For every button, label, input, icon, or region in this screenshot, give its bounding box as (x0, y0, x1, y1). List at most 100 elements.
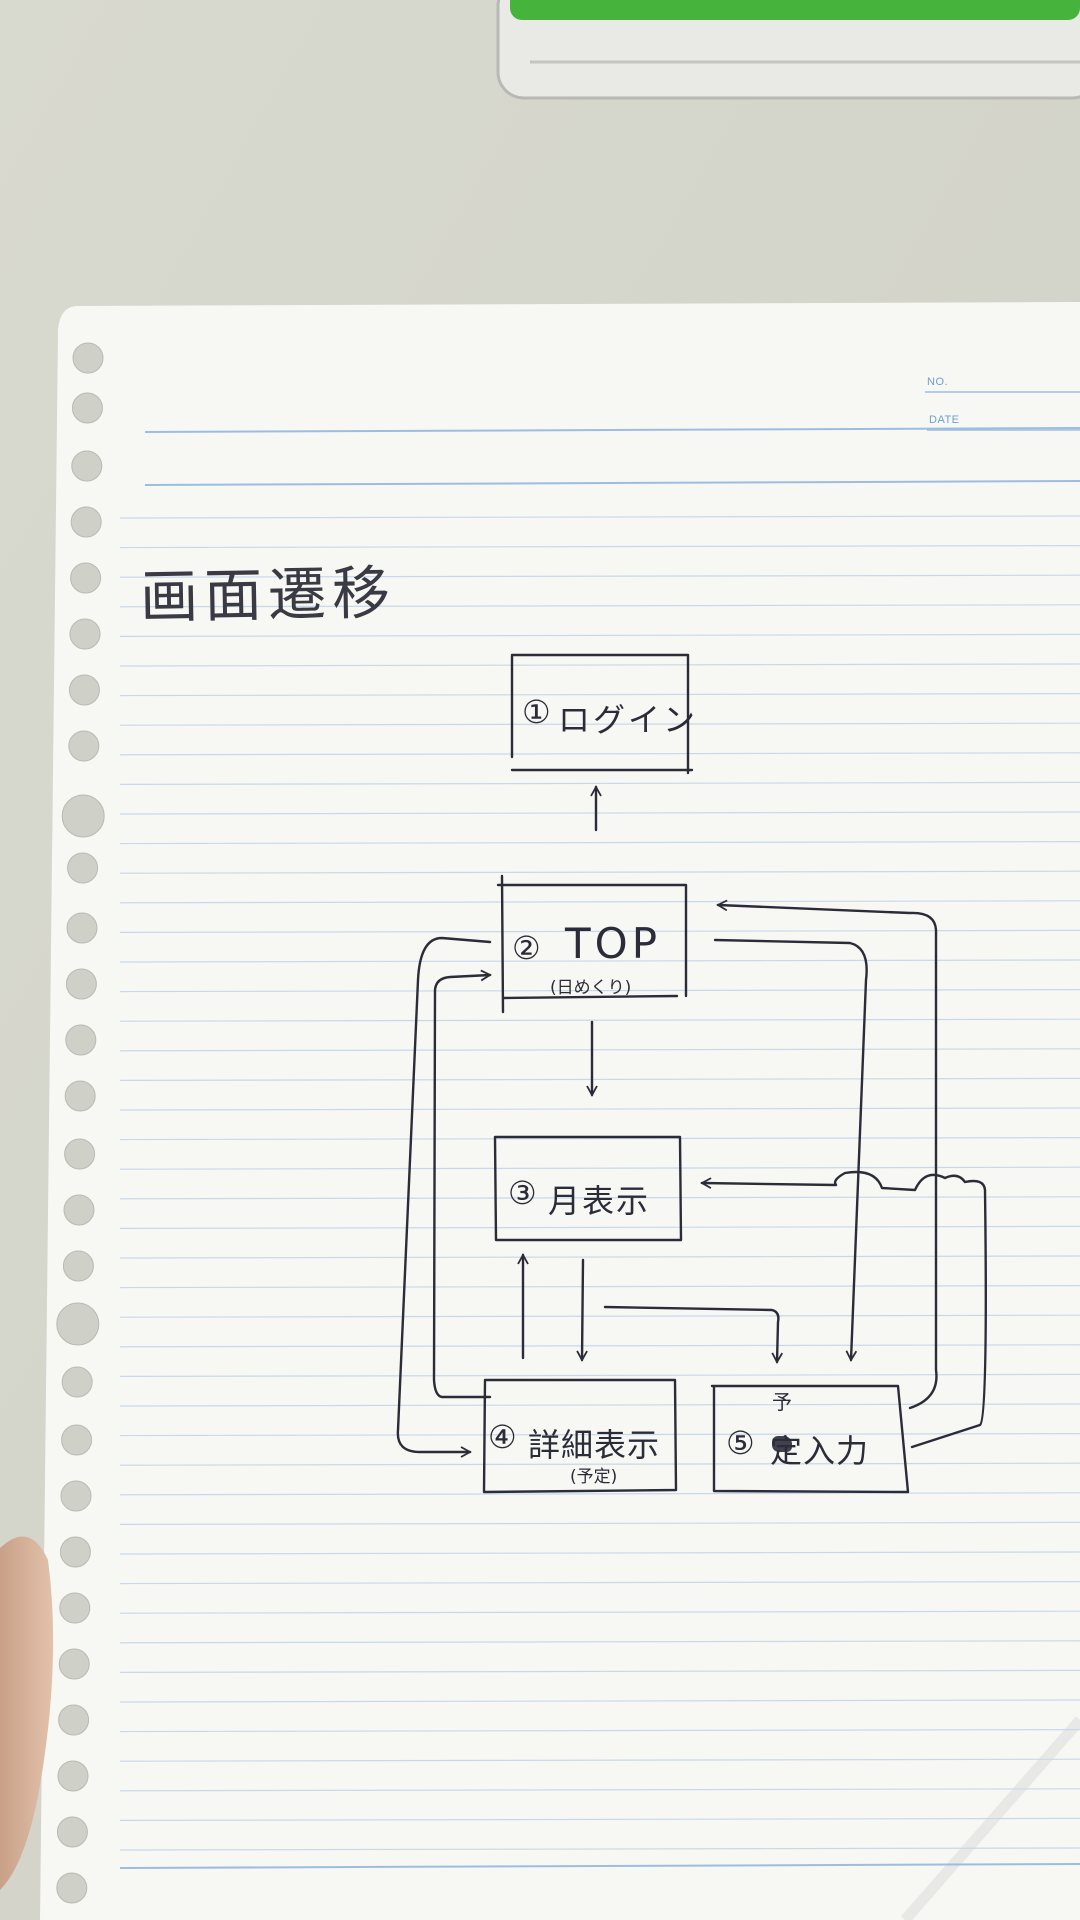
binder-hole (59, 1536, 91, 1568)
binder-hole (71, 392, 103, 424)
binder-hole (64, 1138, 96, 1170)
binder-hole (63, 1194, 95, 1226)
binder-hole (59, 1592, 91, 1624)
ruled-line (119, 544, 1080, 549)
binder-hole (64, 1080, 96, 1112)
binder-hole (57, 1760, 89, 1792)
binder-hole (69, 618, 101, 650)
binder-hole (61, 1366, 93, 1398)
binder-hole (72, 342, 104, 374)
ruled-line (119, 1255, 1080, 1259)
edge-input-to-month (700, 1170, 988, 1449)
binder-hole (56, 1302, 100, 1346)
node-detail-number: ④ (488, 1418, 517, 1456)
ruled-line (119, 1492, 1080, 1496)
ruled-line (119, 1048, 1080, 1052)
ruled-line (119, 663, 1080, 667)
binder-hole (70, 562, 102, 594)
date-label: DATE (929, 414, 960, 426)
ruled-line (119, 1018, 1080, 1022)
no-label: NO. (927, 376, 949, 388)
header-rule-2 (144, 480, 1080, 486)
ruled-line (119, 959, 1080, 963)
ruled-line (119, 1462, 1080, 1466)
binder-hole (61, 794, 105, 838)
header-rule (144, 427, 1080, 433)
ruled-line (119, 988, 1080, 993)
footer-rule (119, 1863, 1080, 1869)
binder-hole (68, 730, 100, 762)
node-input-box (710, 1384, 910, 1494)
node-month-number: ③ (508, 1174, 537, 1212)
ruled-line (119, 1551, 1080, 1555)
ruled-line (119, 1610, 1080, 1614)
ruled-line (119, 1314, 1080, 1318)
ruled-line (119, 1373, 1080, 1378)
ruled-line (119, 1107, 1080, 1111)
binder-hole (65, 968, 97, 1000)
node-top-label: TOP (565, 919, 662, 968)
ruled-line (119, 1788, 1080, 1792)
node-input-annotation: 予 (772, 1390, 792, 1414)
binder-hole (70, 506, 102, 538)
ruled-line (119, 870, 1080, 874)
binder-hole (56, 1816, 88, 1848)
ruled-line (119, 692, 1080, 697)
ruled-line (119, 1196, 1080, 1200)
ruled-line (119, 1284, 1080, 1289)
edge-top-to-detail (396, 936, 492, 1458)
node-month-box (493, 1135, 683, 1242)
node-top-sublabel: (日めくり) (550, 978, 632, 998)
node-top-box (496, 874, 688, 1014)
edge-input-to-top (716, 899, 938, 1410)
node-top-number: ② (512, 929, 541, 967)
ruled-line (119, 1136, 1080, 1141)
ruled-line (119, 1758, 1080, 1762)
ruled-line (119, 1728, 1080, 1733)
ruled-line (119, 515, 1080, 519)
node-login-number: ① (522, 693, 551, 731)
scribble-mark (772, 1436, 792, 1452)
binder-hole (71, 450, 103, 482)
ruled-line (119, 1225, 1080, 1230)
ruled-line (119, 900, 1080, 904)
binder-hole (65, 1024, 97, 1056)
ruled-line (119, 840, 1080, 845)
ruled-line (119, 1669, 1080, 1674)
node-login-box (510, 653, 694, 775)
notebook-paper (40, 302, 1080, 1920)
ruled-line (119, 752, 1080, 756)
binder-hole (58, 1648, 90, 1680)
binder-hole (56, 1872, 88, 1904)
binder-hole (66, 912, 98, 944)
binder-hole (60, 1480, 92, 1512)
ruled-line (119, 1344, 1080, 1348)
ruled-line (119, 781, 1080, 786)
binder-hole (68, 674, 100, 706)
binder-hole (58, 1704, 90, 1736)
node-detail-sublabel: (予定) (570, 1467, 618, 1487)
cable (900, 1716, 1080, 1920)
ruled-line (119, 811, 1080, 815)
ruled-line (119, 1640, 1080, 1644)
node-login-label: ログイン (558, 701, 699, 739)
binder-hole (61, 1424, 93, 1456)
edge-top-to-input (713, 938, 868, 1362)
binder-hole (62, 1250, 94, 1282)
ruled-line (119, 633, 1080, 638)
node-month-label: 月表示 (548, 1182, 651, 1220)
ruled-line (119, 1699, 1080, 1703)
ruled-line (119, 1521, 1080, 1526)
edge-detail-to-top (432, 969, 492, 1399)
ruled-line (119, 722, 1080, 726)
node-input-number: ⑤ (726, 1424, 755, 1462)
node-detail-label: 詳細表示 (528, 1426, 661, 1464)
pencil-case (496, 0, 1080, 100)
ruled-line (119, 1166, 1080, 1170)
ruled-line (119, 1847, 1080, 1851)
edge-month-to-input (603, 1305, 783, 1364)
edge-month-to-detail (576, 1258, 588, 1362)
ruled-line (119, 1077, 1080, 1082)
